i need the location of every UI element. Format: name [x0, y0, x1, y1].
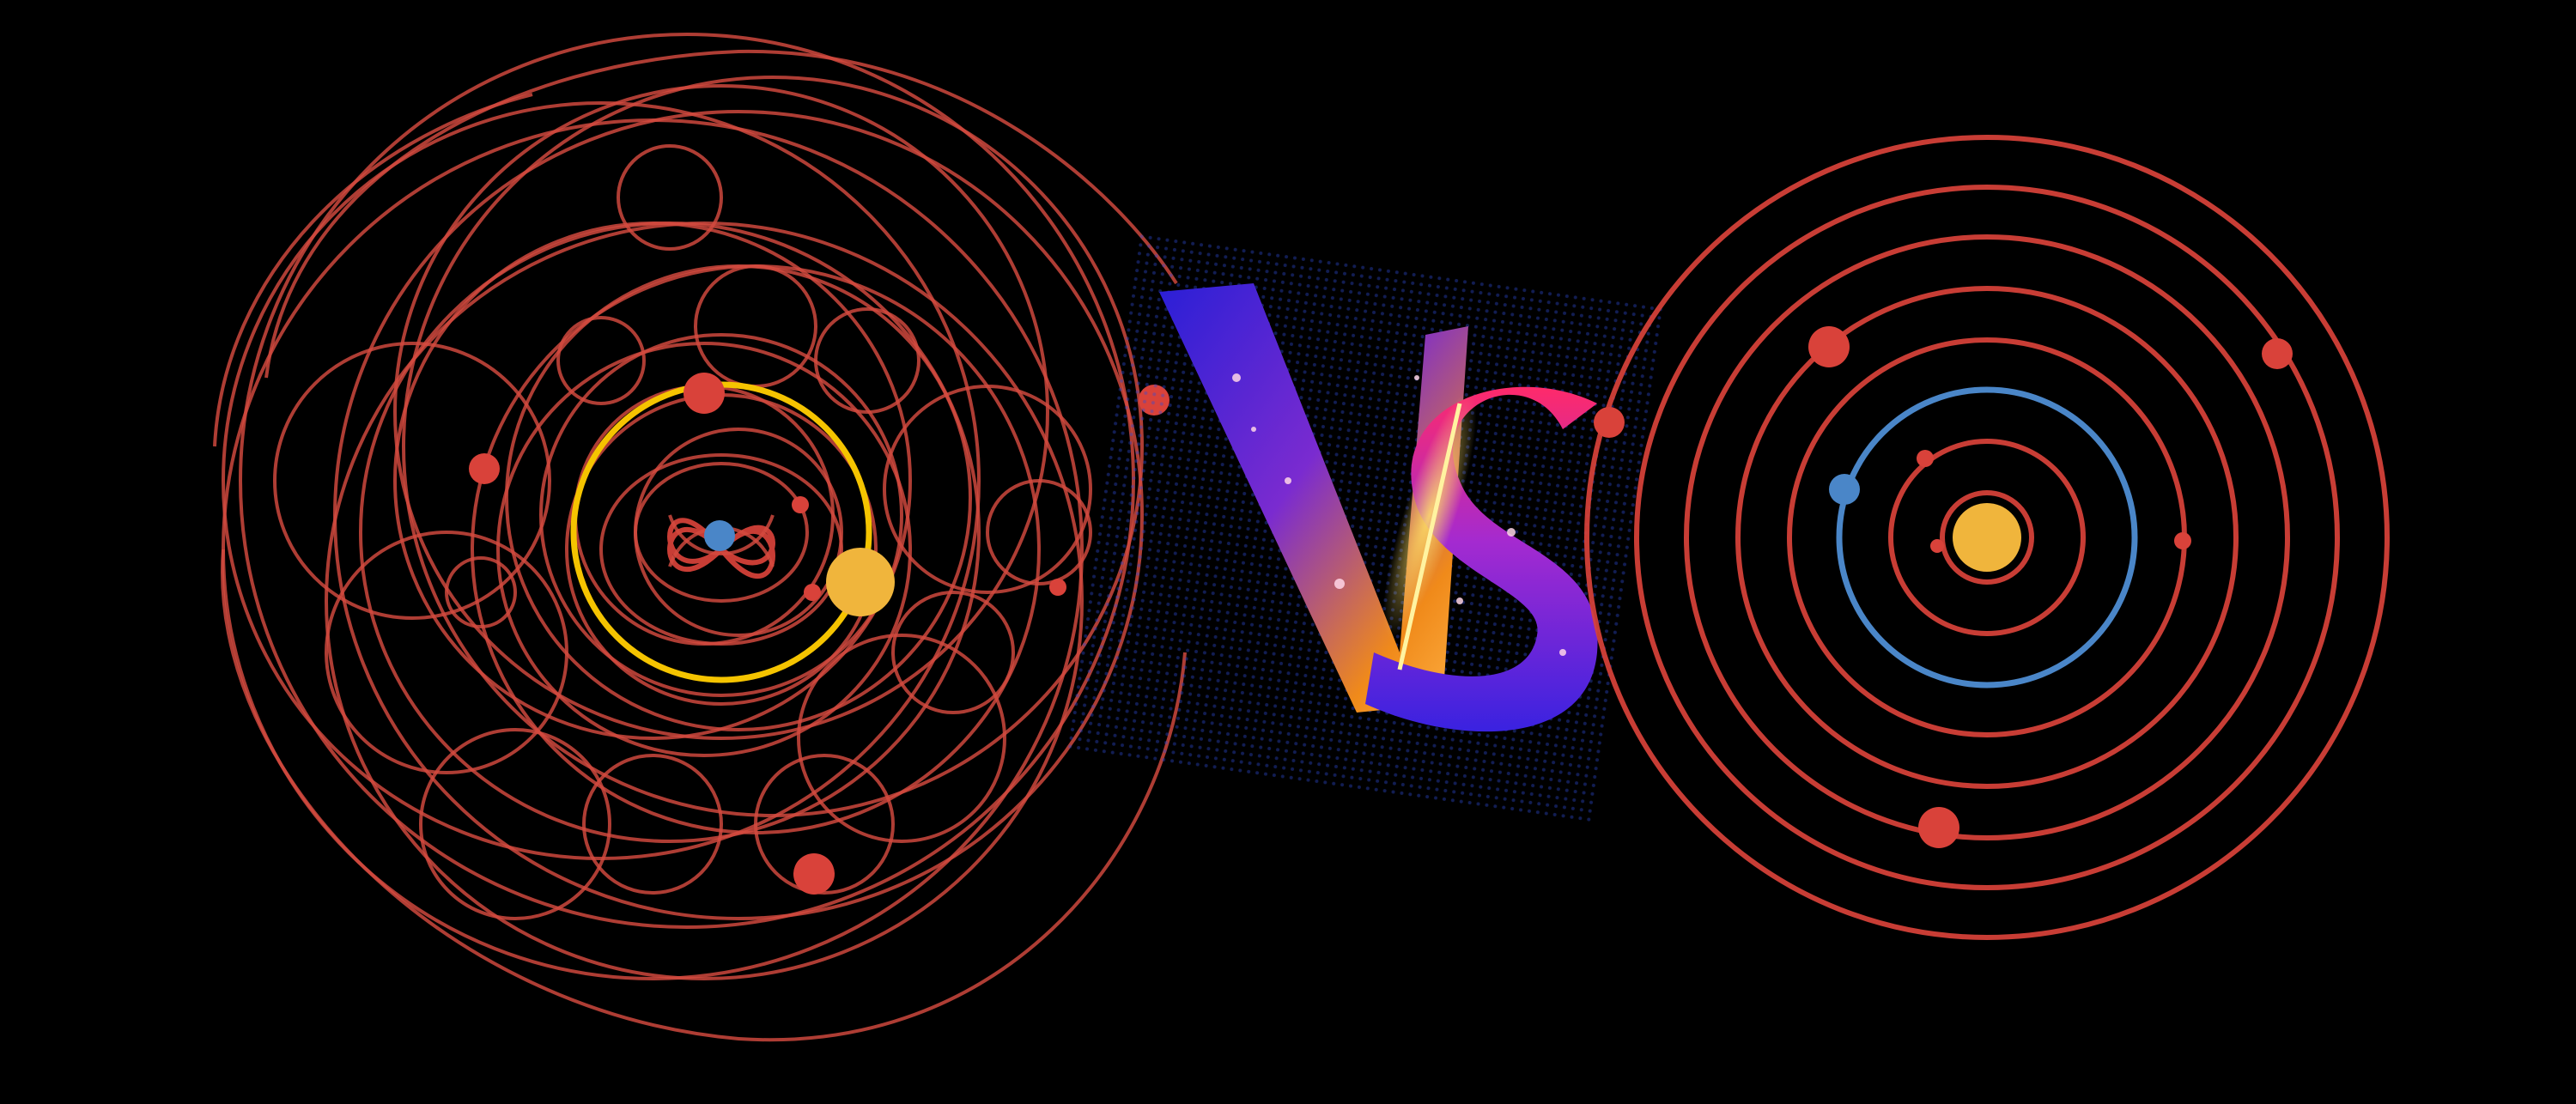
versus-logo: VS [1065, 231, 1666, 825]
planet-icon [1930, 539, 1944, 553]
planet-icon [1049, 579, 1066, 596]
planet-icon [2174, 532, 2191, 549]
planet-icon [793, 853, 835, 895]
planet-icon [1918, 807, 1959, 848]
heliocentric-model [1584, 135, 2390, 940]
epicycle-orbits [213, 33, 1187, 1042]
geocentric-model [213, 33, 1187, 1042]
planet-icon [1594, 407, 1625, 438]
halftone-backdrop [1065, 231, 1666, 825]
v-letter-shape [1159, 283, 1468, 713]
sun-icon [1953, 503, 2021, 572]
planet-icon [804, 584, 821, 601]
sparkles [1232, 373, 1566, 656]
planet-icon [683, 373, 725, 414]
planet-icon [1917, 450, 1934, 467]
glow-streak [1382, 392, 1477, 638]
light-slash [1397, 403, 1462, 670]
earth-icon [704, 520, 735, 551]
earth-orbit [1836, 386, 2138, 688]
sun-icon [826, 548, 895, 616]
planet-icon [1808, 326, 1850, 367]
earth-icon [1829, 474, 1860, 505]
concentric-orbits [1584, 135, 2390, 940]
planet-icon [469, 453, 500, 484]
planet-icon [792, 496, 809, 513]
planet-icon [2262, 338, 2293, 369]
